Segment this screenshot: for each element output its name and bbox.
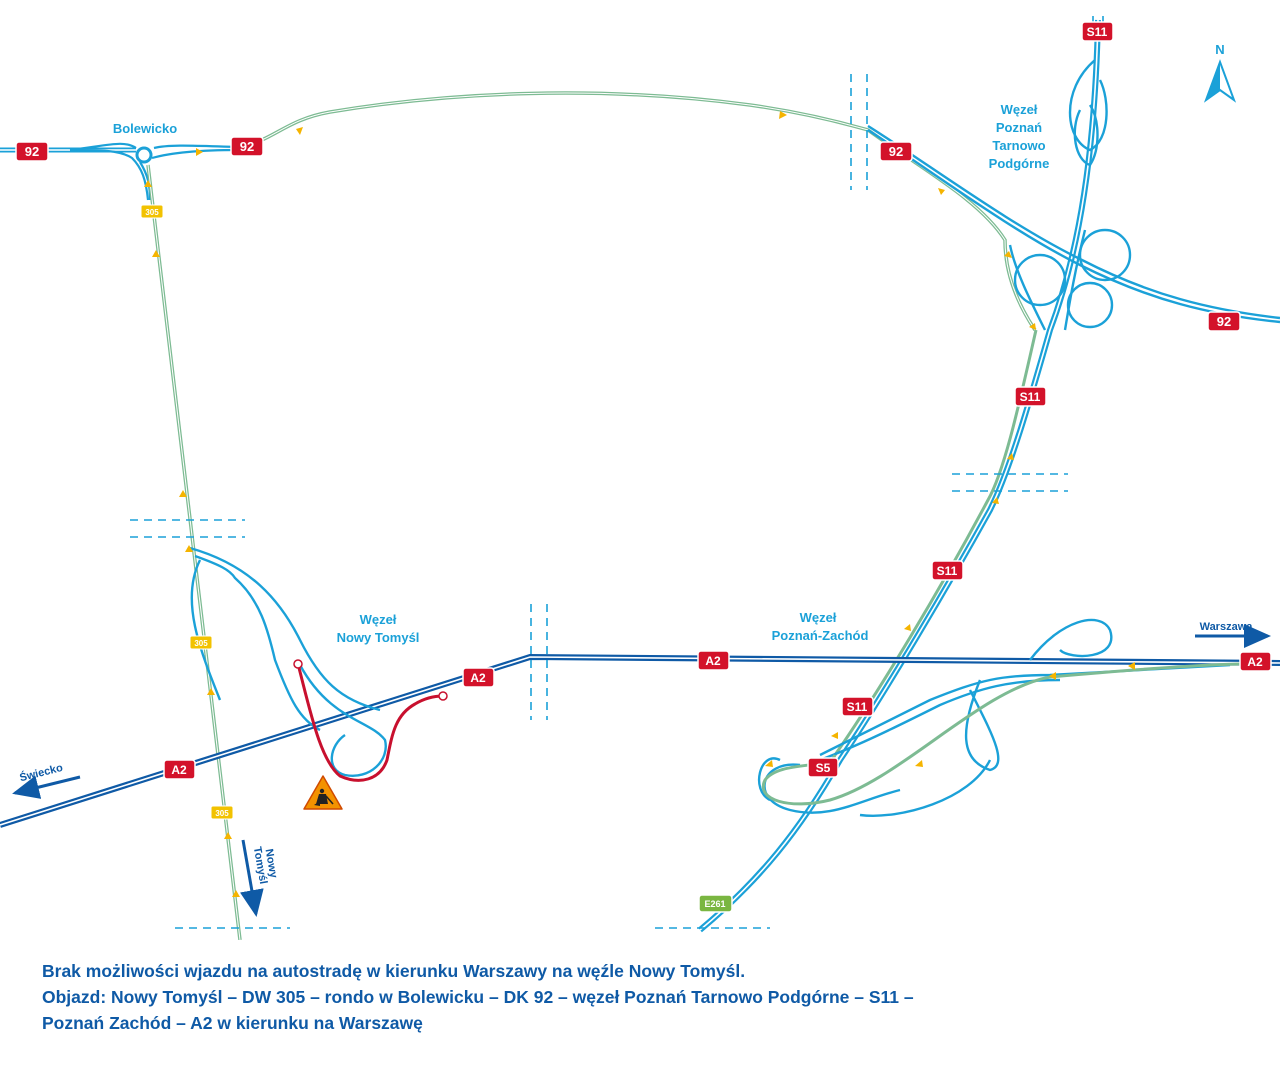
shield-dw305-mid: 305 bbox=[189, 635, 213, 650]
nowy-tomysl-label-1: Nowy bbox=[262, 848, 279, 880]
north-compass-icon: N bbox=[1203, 42, 1237, 103]
map-cut-markers bbox=[130, 16, 1104, 929]
svg-text:92: 92 bbox=[1217, 314, 1231, 329]
place-tarnowo: Węzeł Poznań Tarnowo Podgórne bbox=[989, 102, 1050, 171]
svg-text:Nowy Tomyśl: Nowy Tomyśl bbox=[337, 630, 420, 645]
road-dw305 bbox=[146, 164, 242, 940]
svg-text:Poznań: Poznań bbox=[996, 120, 1042, 135]
shield-92-bolewicko: 92 bbox=[230, 136, 264, 157]
svg-text:A2: A2 bbox=[1247, 655, 1263, 669]
svg-text:S11: S11 bbox=[1087, 25, 1108, 39]
shield-92-east: 92 bbox=[1207, 311, 1241, 332]
svg-text:A2: A2 bbox=[470, 671, 486, 685]
swiecko-label: Świecko bbox=[18, 761, 64, 784]
road-92-detour bbox=[237, 91, 1037, 331]
svg-text:S11: S11 bbox=[1020, 390, 1041, 404]
tarnowo-cloverleaf bbox=[867, 59, 1280, 331]
svg-text:S11: S11 bbox=[847, 700, 868, 714]
shield-a2-swiecko: A2 bbox=[163, 759, 196, 780]
svg-text:Tarnowo: Tarnowo bbox=[992, 138, 1045, 153]
shield-e261: E261 bbox=[698, 894, 733, 913]
warszawa-arrow: Warszawa bbox=[1195, 621, 1271, 648]
svg-text:S5: S5 bbox=[816, 761, 831, 775]
road-a2 bbox=[0, 653, 1280, 828]
shield-s5: S5 bbox=[807, 757, 839, 778]
shield-s11-low: S11 bbox=[931, 560, 964, 581]
detour-direction-arrows bbox=[144, 111, 1135, 897]
svg-text:92: 92 bbox=[25, 144, 39, 159]
warszawa-label: Warszawa bbox=[1200, 621, 1254, 633]
swiecko-arrow: Świecko bbox=[12, 761, 81, 799]
shield-s11-top: S11 bbox=[1081, 21, 1114, 42]
svg-text:E261: E261 bbox=[704, 899, 725, 909]
bolewicko-roundabout-ramps bbox=[69, 142, 239, 201]
svg-text:Węzeł: Węzeł bbox=[800, 610, 837, 625]
svg-text:Węzeł: Węzeł bbox=[1001, 102, 1038, 117]
svg-text:305: 305 bbox=[215, 809, 229, 818]
closed-entry-ramp bbox=[293, 659, 448, 782]
svg-text:Poznań-Zachód: Poznań-Zachód bbox=[772, 628, 869, 643]
poznan-zachod-junction bbox=[757, 618, 1231, 817]
shield-92-north: 92 bbox=[879, 141, 913, 162]
svg-text:305: 305 bbox=[194, 639, 208, 648]
road-map: Warszawa Świecko Nowy Tomyśl N Bolewicko… bbox=[0, 16, 1280, 940]
compass-label: N bbox=[1215, 42, 1224, 57]
detour-caption: Brak możliwości wjazdu na autostradę w k… bbox=[42, 958, 1242, 1036]
caption-line-3: Poznań Zachód – A2 w kierunku na Warszaw… bbox=[42, 1013, 423, 1033]
shield-a2-nowy-tomysl: A2 bbox=[462, 667, 495, 688]
shield-s11-bottom: S11 bbox=[841, 696, 874, 717]
place-poznan-zachod: Węzeł Poznań-Zachód bbox=[772, 610, 869, 643]
svg-text:S11: S11 bbox=[937, 564, 958, 578]
shield-a2-east: A2 bbox=[1239, 651, 1272, 672]
caption-line-2: Objazd: Nowy Tomyśl – DW 305 – rondo w B… bbox=[42, 987, 914, 1007]
place-nowy-tomysl-junction: Węzeł Nowy Tomyśl bbox=[337, 612, 420, 645]
bolewicko-roundabout bbox=[135, 146, 153, 164]
svg-text:Podgórne: Podgórne bbox=[989, 156, 1050, 171]
nowy-tomysl-arrow: Nowy Tomyśl bbox=[240, 839, 280, 917]
place-bolewicko: Bolewicko bbox=[113, 121, 177, 136]
shield-dw305-low: 305 bbox=[210, 805, 234, 820]
poznan-zachod-detour bbox=[761, 662, 1241, 806]
svg-text:A2: A2 bbox=[705, 654, 721, 668]
shield-a2-mid: A2 bbox=[697, 650, 730, 671]
caption-line-1: Brak możliwości wjazdu na autostradę w k… bbox=[42, 961, 746, 981]
roadworks-warning-icon bbox=[303, 775, 343, 810]
svg-text:92: 92 bbox=[889, 144, 903, 159]
svg-text:Węzeł: Węzeł bbox=[360, 612, 397, 627]
svg-text:305: 305 bbox=[145, 208, 159, 217]
shield-dw305-top: 305 bbox=[140, 204, 164, 219]
svg-text:A2: A2 bbox=[171, 763, 187, 777]
shield-92-west: 92 bbox=[15, 141, 49, 162]
svg-text:92: 92 bbox=[240, 139, 254, 154]
shield-s11-mid: S11 bbox=[1014, 386, 1047, 407]
nowy-tomysl-junction-ramps bbox=[189, 546, 387, 777]
